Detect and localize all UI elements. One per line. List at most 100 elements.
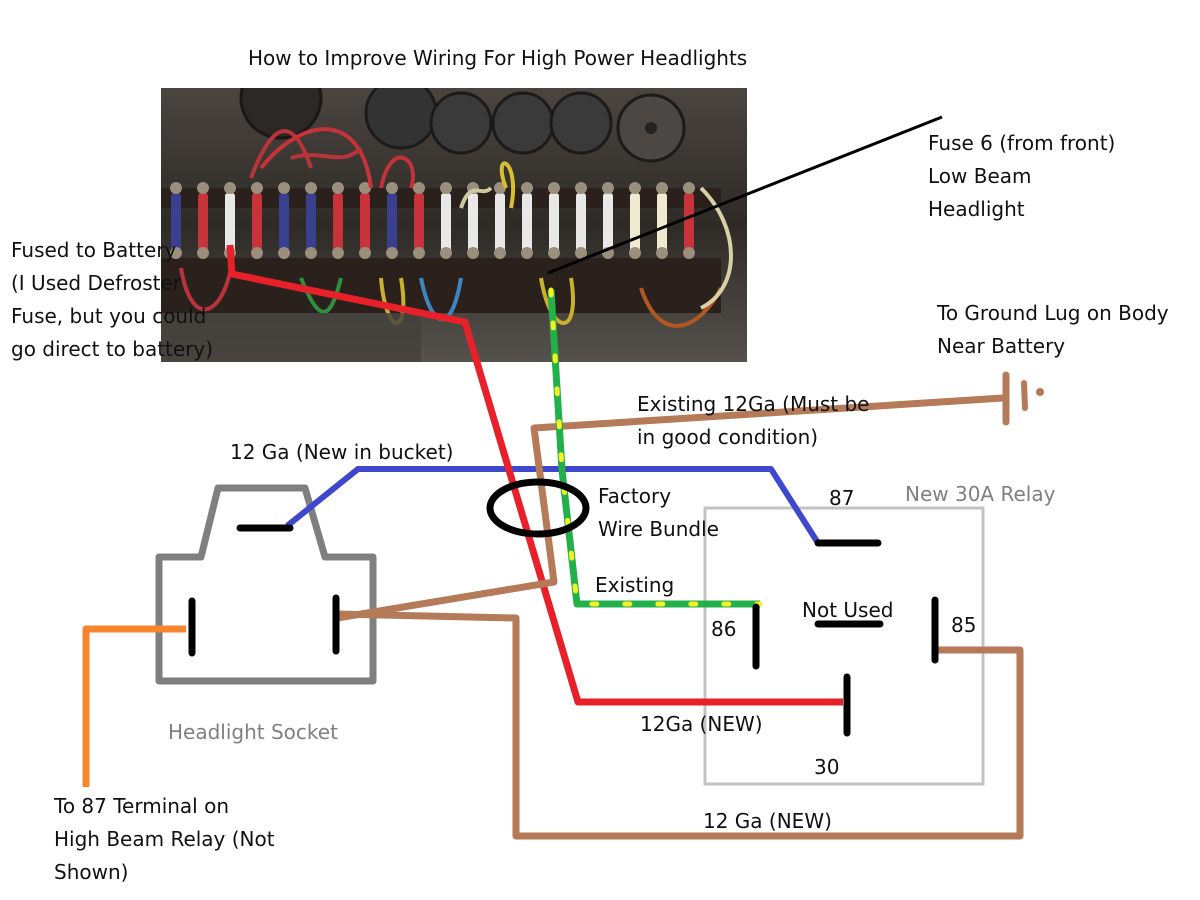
to-87-terminal-line2: High Beam Relay (Not <box>54 827 275 851</box>
fuse <box>549 193 559 253</box>
factory-bundle-line2: Wire Bundle <box>598 517 719 541</box>
fuse <box>414 193 424 253</box>
fuse6-pointer-line <box>547 115 943 275</box>
ground-label-line2: Near Battery <box>937 334 1066 358</box>
terminal-86-label: 86 <box>711 617 737 641</box>
fuse-screw <box>683 247 695 259</box>
fuse-screw <box>332 247 344 259</box>
fuse <box>252 193 262 253</box>
ground-symbol-dot <box>1036 388 1044 396</box>
fuse6-label-line2: Low Beam <box>928 164 1032 188</box>
fuse-screw <box>278 247 290 259</box>
new-relay-label: New 30A Relay <box>905 482 1056 506</box>
fuse-screw <box>332 182 344 194</box>
fuse-screw <box>413 247 425 259</box>
brown-wire-85-to-socket <box>336 610 1024 840</box>
fuse-screw <box>278 182 290 194</box>
fuse-screw <box>170 182 182 194</box>
fuse <box>171 193 181 253</box>
fuse <box>657 193 667 253</box>
fuse <box>441 193 451 253</box>
fuse-screw <box>440 247 452 259</box>
fuse-screw <box>656 247 668 259</box>
fuse <box>333 193 343 253</box>
terminal-85-label: 85 <box>951 613 977 637</box>
fuse-screw <box>548 182 560 194</box>
headlight-socket-outline <box>155 484 377 685</box>
fuse-screw <box>413 182 425 194</box>
fuse-screw <box>305 182 317 194</box>
fuse-screw <box>575 182 587 194</box>
factory-bundle-line1: Factory <box>598 484 672 508</box>
fuse-screw <box>467 247 479 259</box>
fused-to-battery-line2: (I Used Defroster <box>11 271 182 295</box>
fuse-screw <box>629 247 641 259</box>
fuses <box>170 182 695 259</box>
not-used-label: Not Used <box>802 598 894 622</box>
fuse-screw <box>575 247 587 259</box>
fuse-screw <box>494 247 506 259</box>
terminal-87-label: 87 <box>829 486 855 510</box>
fuse-screw <box>683 182 695 194</box>
fuse <box>387 193 397 253</box>
fuse <box>306 193 316 253</box>
orange-wire-high-beam <box>82 625 186 787</box>
red-12ga-new-label: 12Ga (NEW) <box>640 712 763 736</box>
relay-outline <box>703 506 985 786</box>
ground-label-line1: To Ground Lug on Body <box>937 301 1169 325</box>
brown-12ga-new-label: 12 Ga (NEW) <box>703 809 832 833</box>
fuse6-label-line3: Headlight <box>928 197 1025 221</box>
factory-bundle-ellipse <box>486 478 590 538</box>
to-87-terminal-line3: Shown) <box>54 860 129 884</box>
fuse <box>360 193 370 253</box>
fuse-screw <box>386 247 398 259</box>
brown-wire-existing-ground <box>336 394 1004 622</box>
diagram-title: How to Improve Wiring For High Power Hea… <box>248 46 748 70</box>
fuse6-label-line1: Fuse 6 (from front) <box>928 131 1116 155</box>
fuse-screw <box>521 182 533 194</box>
fuse <box>225 193 235 253</box>
fuse-strip-bottom <box>161 258 721 313</box>
fuse-screw <box>197 247 209 259</box>
red-wire-fuse-to-30 <box>226 244 843 706</box>
fuse <box>495 193 505 253</box>
fuse-screw <box>548 247 560 259</box>
fuse <box>684 193 694 253</box>
terminal-30-label: 30 <box>814 755 840 779</box>
existing-12ga-line2: in good condition) <box>637 425 819 449</box>
fuse-screw <box>521 247 533 259</box>
fused-to-battery-line3: Fuse, but you could <box>11 304 207 328</box>
fused-to-battery-line4: go direct to battery) <box>11 337 214 361</box>
green-wire-fuse6-to-86 <box>547 289 760 608</box>
fused-to-battery-line1: Fused to Battery <box>11 238 177 262</box>
fuse-screw <box>386 182 398 194</box>
fuse-screw <box>197 182 209 194</box>
fuse-screw <box>440 182 452 194</box>
fuse-screw <box>602 182 614 194</box>
fuse <box>522 193 532 253</box>
fuse-screw <box>170 247 182 259</box>
fuse-screw <box>359 247 371 259</box>
new-in-bucket-label: 12 Ga (New in bucket) <box>230 440 454 464</box>
fuse <box>468 193 478 253</box>
headlight-socket-label: Headlight Socket <box>168 720 338 744</box>
fuse <box>198 193 208 253</box>
existing-12ga-line1: Existing 12Ga (Must be <box>637 392 870 416</box>
photo-floor-mat <box>161 313 421 362</box>
to-87-terminal-line1: To 87 Terminal on <box>54 794 230 818</box>
fuse-screw <box>224 182 236 194</box>
fuse-screw <box>251 247 263 259</box>
fuse-screw <box>305 247 317 259</box>
terminals <box>188 524 939 737</box>
fuse <box>576 193 586 253</box>
dash-gauges <box>239 88 686 163</box>
fuse <box>279 193 289 253</box>
fuse <box>603 193 613 253</box>
fuse-screw <box>251 182 263 194</box>
fuse-screw <box>629 182 641 194</box>
fuse-screw <box>656 182 668 194</box>
fuse-screw <box>359 182 371 194</box>
existing-label: Existing <box>595 573 675 597</box>
ground-symbol-bar2 <box>1021 380 1028 411</box>
